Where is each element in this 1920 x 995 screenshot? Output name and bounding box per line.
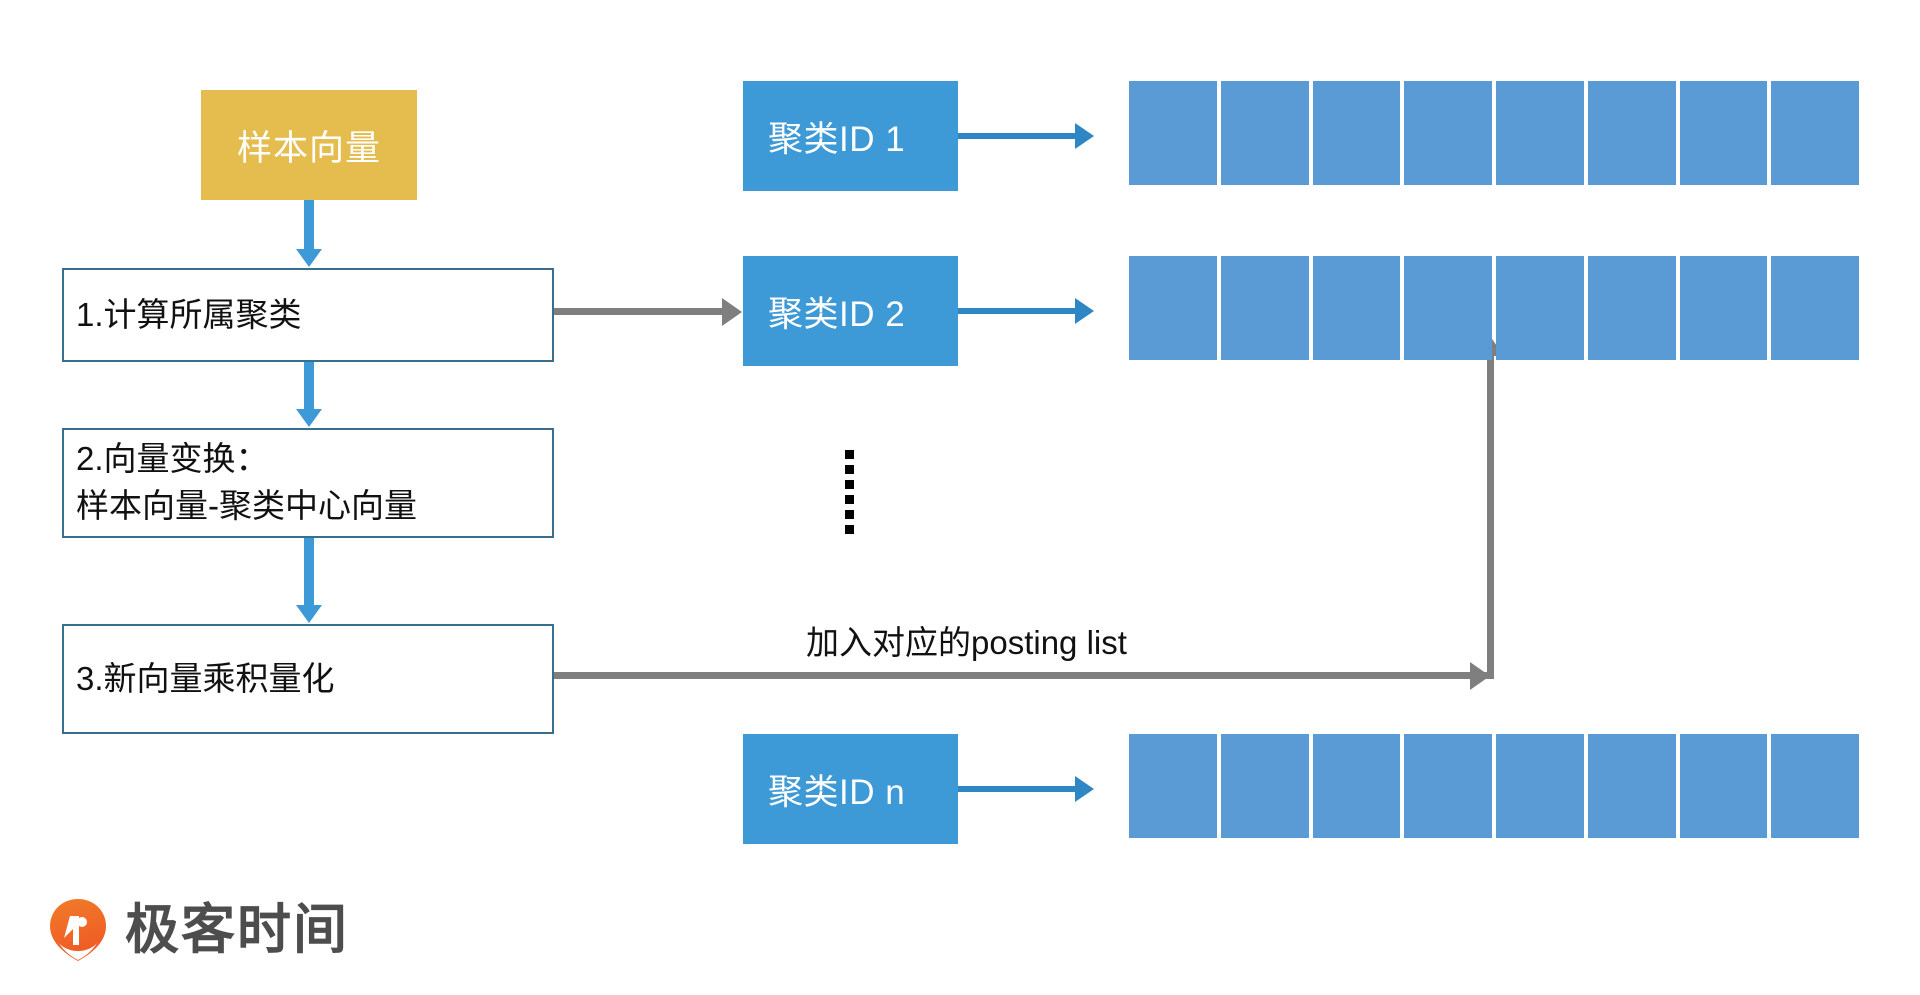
arrow-cluster1-to-postinglist-icon: [958, 133, 1076, 139]
connector-step1-arrowhead-icon: [722, 298, 742, 326]
posting-cell: [1771, 81, 1859, 185]
posting-cell: [1771, 256, 1859, 360]
cluster-2-label: 聚类ID 2: [768, 294, 906, 334]
posting-list-1: [1129, 81, 1859, 185]
posting-cell: [1129, 734, 1217, 838]
step-box-3: 3.新向量乘积量化: [62, 624, 554, 734]
posting-cell: [1312, 256, 1401, 360]
cluster-box-2: 聚类ID 2: [743, 256, 958, 366]
geekbang-logo-mark-icon: [48, 898, 108, 962]
arrow-cluster2-to-postinglist-icon: [958, 308, 1076, 314]
sample-vector-label: 样本向量: [236, 128, 381, 168]
connector-step3-horizontal: [554, 672, 1494, 679]
posting-cell: [1129, 256, 1217, 360]
posting-cell: [1404, 81, 1492, 185]
posting-cell: [1404, 256, 1492, 360]
vertical-ellipsis-icon: [845, 450, 855, 534]
connector-step1-to-cluster2: [554, 308, 726, 315]
posting-cell: [1220, 81, 1309, 185]
posting-cell: [1220, 256, 1309, 360]
posting-cell: [1404, 734, 1492, 838]
posting-cell: [1587, 256, 1676, 360]
step-1-label: 1.计算所属聚类: [76, 295, 302, 333]
posting-cell: [1496, 734, 1584, 838]
sample-vector-box: 样本向量: [201, 90, 417, 200]
posting-cell: [1771, 734, 1859, 838]
step-3-label: 3.新向量乘积量化: [76, 659, 335, 697]
cluster-1-label: 聚类ID 1: [768, 119, 906, 159]
arrow-sample-to-step1-icon: [304, 200, 314, 250]
step-box-1: 1.计算所属聚类: [62, 268, 554, 362]
posting-cell: [1587, 734, 1676, 838]
posting-cell: [1587, 81, 1676, 185]
posting-cell: [1679, 256, 1768, 360]
cluster-box-n: 聚类ID n: [743, 734, 958, 844]
arrow-step1-to-step2-icon: [304, 362, 314, 410]
step-box-2: 2.向量变换： 样本向量-聚类中心向量: [62, 428, 554, 538]
posting-list-n: [1129, 734, 1859, 838]
connector-step3-vertical: [1487, 352, 1494, 679]
connector-step3-arrowhead-right-icon: [1470, 662, 1490, 690]
cluster-n-label: 聚类ID n: [768, 772, 906, 812]
posting-cell: [1312, 734, 1401, 838]
posting-list-caption: 加入对应的posting list: [806, 624, 1127, 661]
posting-cell: [1496, 256, 1584, 360]
geekbang-logo: 极客时间: [48, 898, 349, 962]
arrow-clustern-to-postinglist-icon: [958, 786, 1076, 792]
step-2-label: 2.向量变换： 样本向量-聚类中心向量: [76, 440, 417, 524]
posting-cell: [1129, 81, 1217, 185]
posting-cell: [1220, 734, 1309, 838]
arrow-step2-to-step3-icon: [304, 538, 314, 606]
posting-cell: [1496, 81, 1584, 185]
posting-cell: [1679, 81, 1768, 185]
posting-list-2: [1129, 256, 1859, 360]
cluster-box-1: 聚类ID 1: [743, 81, 958, 191]
posting-cell: [1312, 81, 1401, 185]
geekbang-logo-text: 极客时间: [125, 900, 349, 960]
posting-cell: [1679, 734, 1768, 838]
